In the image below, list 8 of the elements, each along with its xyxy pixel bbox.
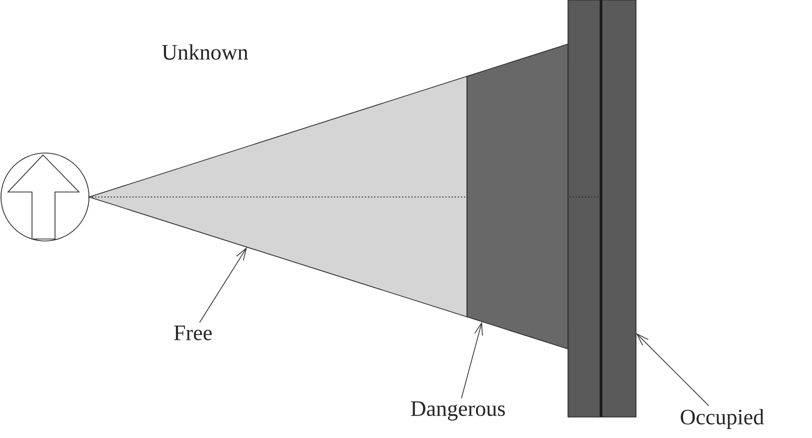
leader-arrow: [461, 322, 483, 399]
region-label: Free: [174, 326, 212, 340]
danger-region: [466, 43, 568, 350]
region-label: Dangerous: [410, 401, 505, 421]
region-label: Occupied: [680, 409, 764, 429]
leader-arrow: [199, 247, 247, 323]
leader-arrow: [636, 333, 710, 406]
wall: [568, 0, 636, 418]
